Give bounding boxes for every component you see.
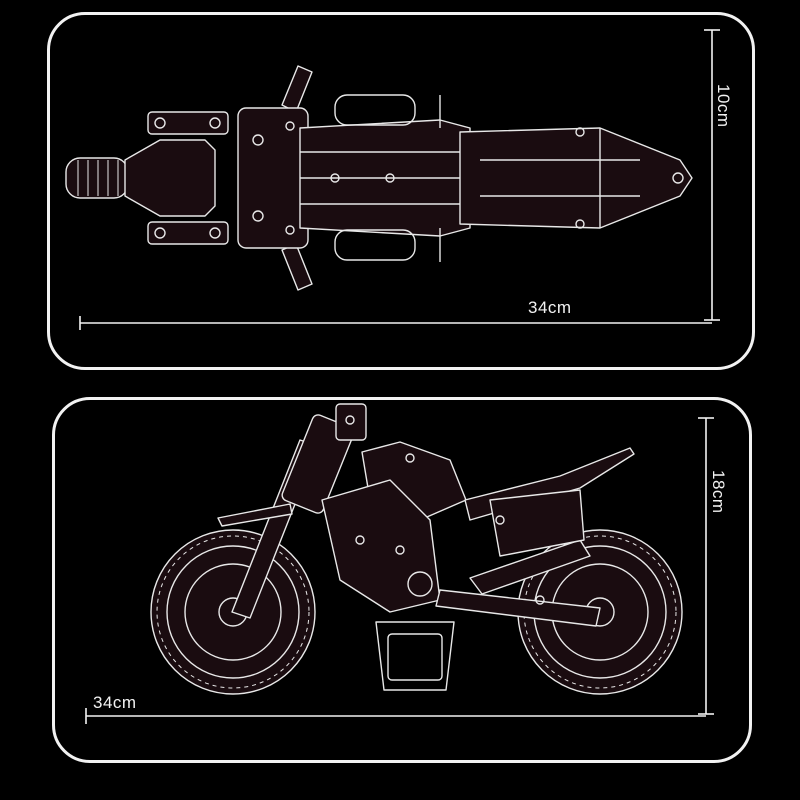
side-view-dimension-lines <box>85 417 714 724</box>
motorcycle-side-view <box>150 403 683 695</box>
motorcycle-top-view <box>65 65 693 291</box>
side-view-panel <box>52 397 752 763</box>
top-view-panel <box>47 12 755 370</box>
top-view-height-label: 10cm <box>714 84 733 128</box>
top-view-length-label: 34cm <box>528 298 572 317</box>
side-view-length-label: 34cm <box>93 693 137 712</box>
top-view-dimension-lines <box>79 29 720 330</box>
side-view-height-label: 18cm <box>709 470 728 514</box>
